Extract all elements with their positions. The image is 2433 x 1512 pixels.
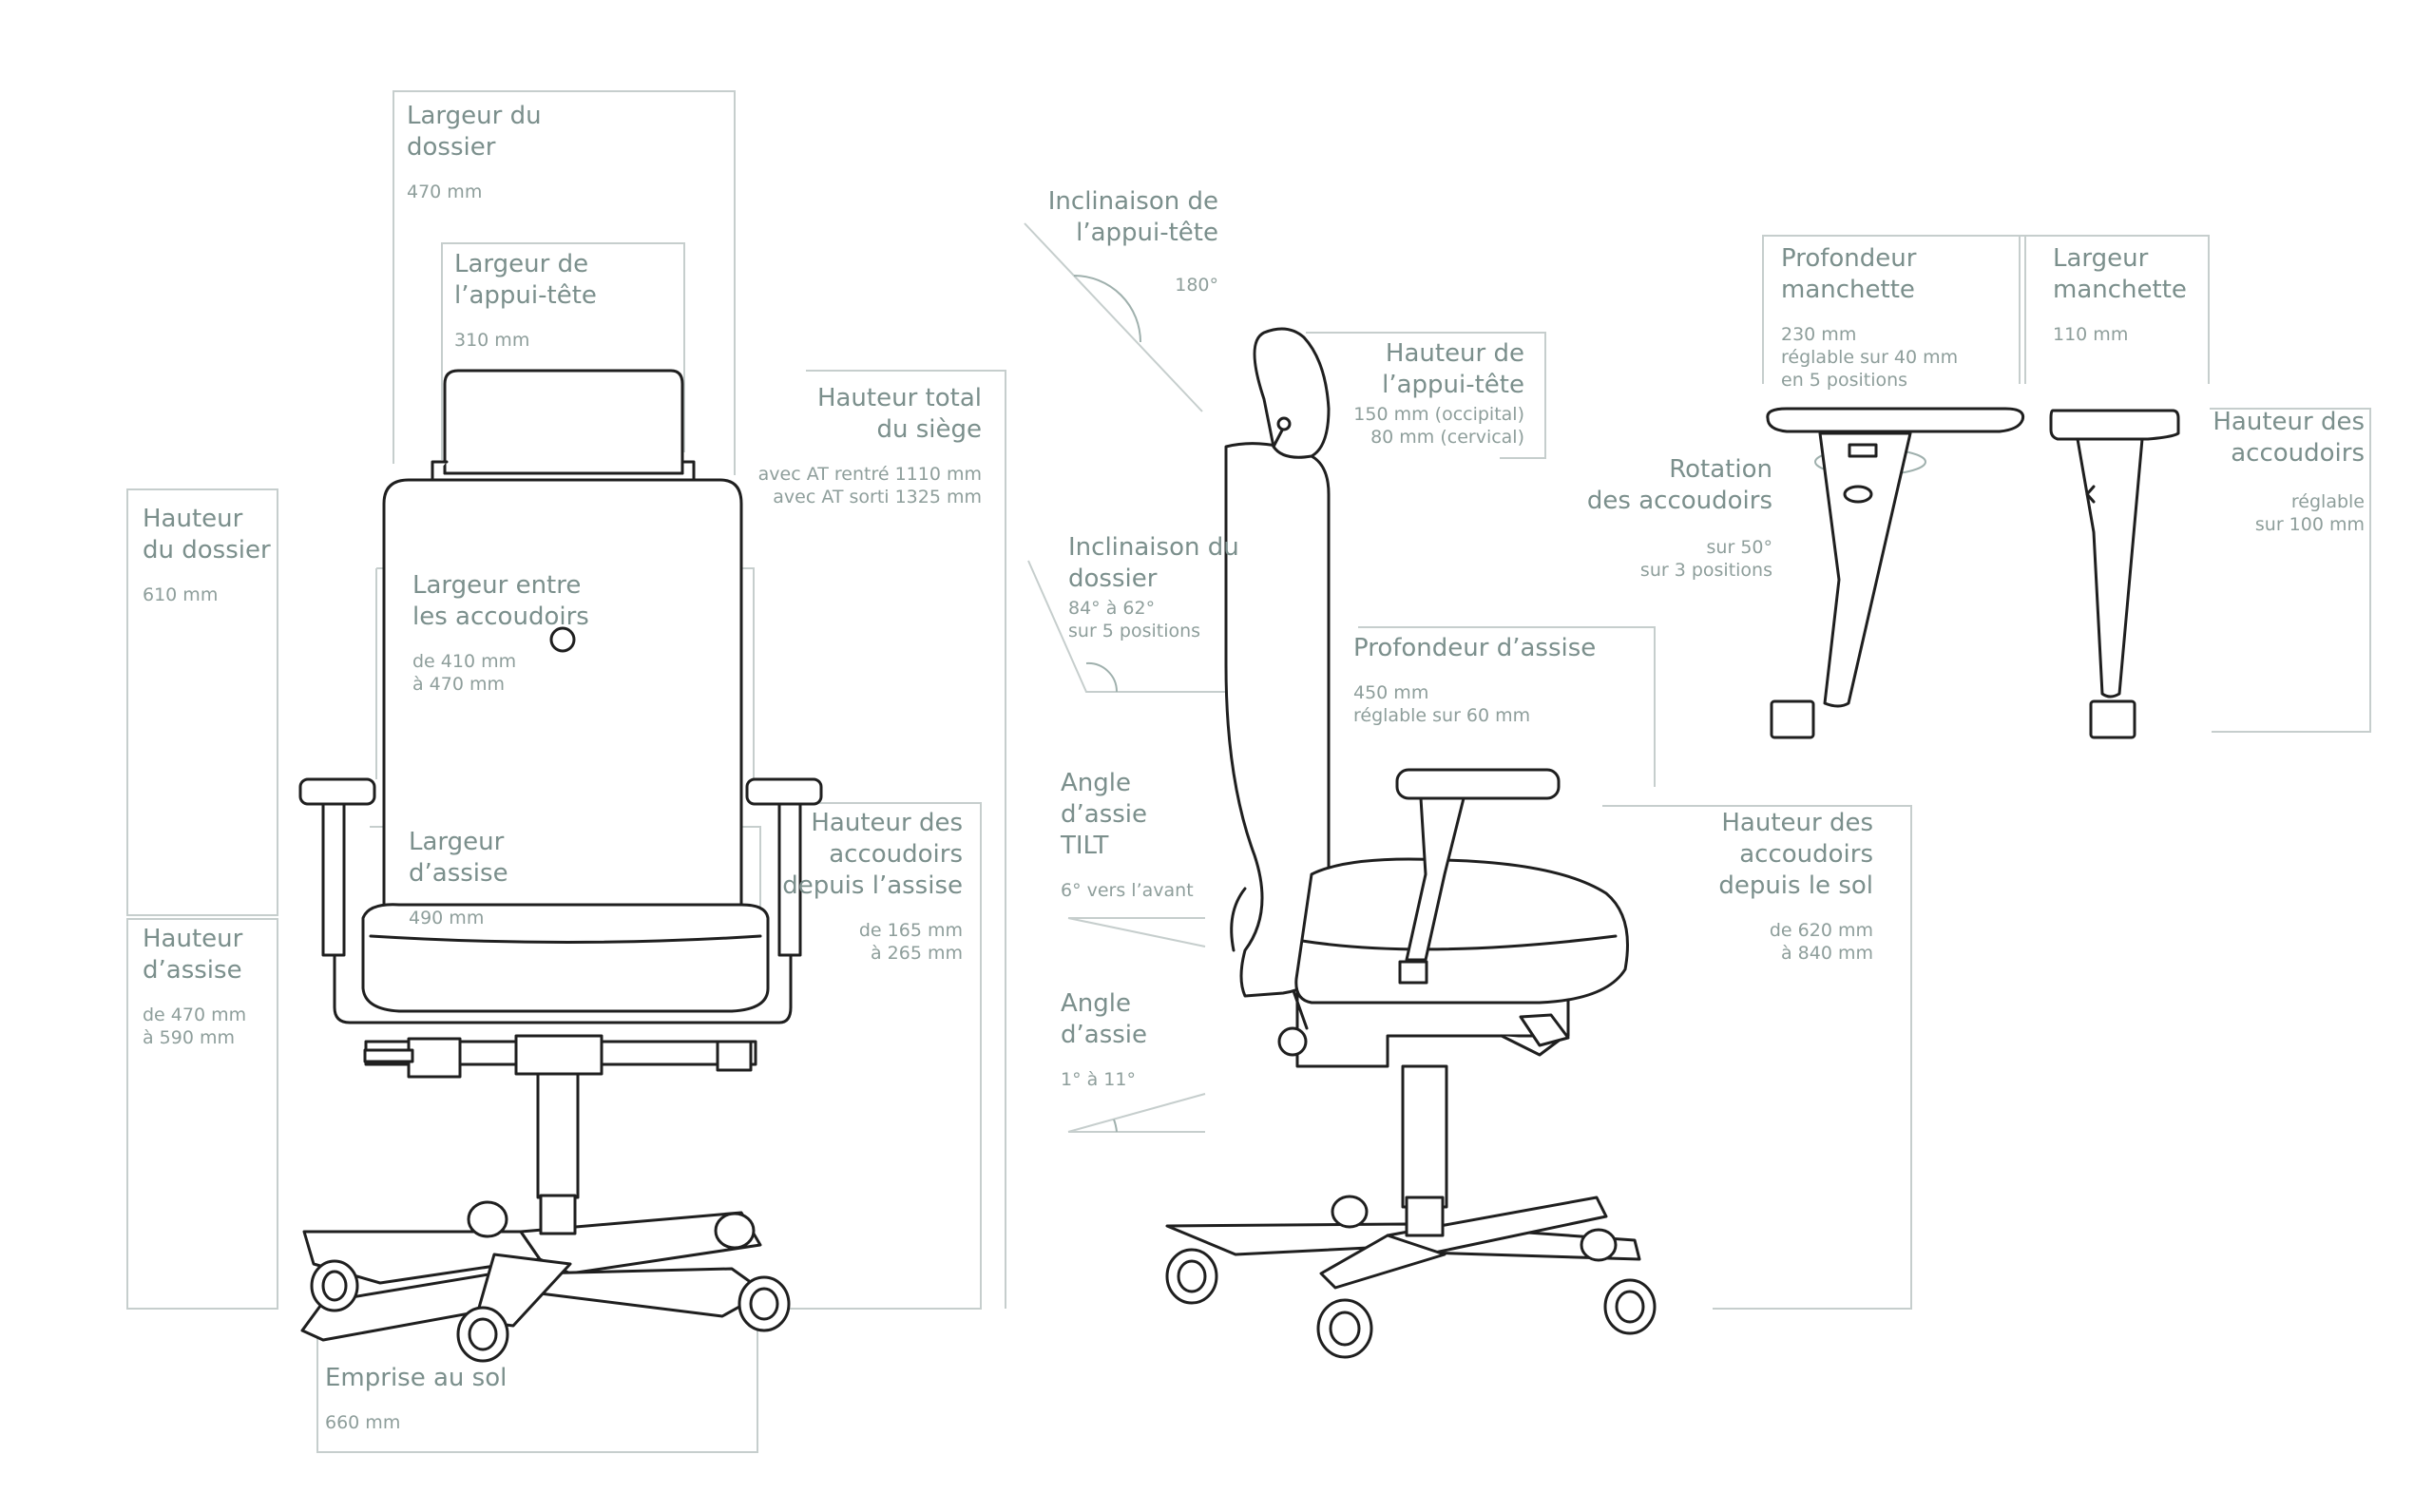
inclinaison-dossier-title: Inclinaison du dossier [1068,533,1239,593]
label-inclinaison-appui-tete: Inclinaison de l’appui-tête 180° [1048,186,1218,297]
hauteur-assise-title: Hauteur d’assise [143,925,243,985]
label-hauteur-assise: Hauteur d’assise de 470 mm à 590 mm [143,924,246,1049]
hauteur-accoudoirs-assise-title: Hauteur des accoudoirs depuis l’assise [782,809,963,900]
profondeur-manchette-title: Profondeur manchette [1781,244,1917,304]
largeur-assise-value: 490 mm [409,908,485,928]
armrest-detail-drawing [1766,407,2180,739]
angle-assie-title: Angle d’assie [1061,989,1148,1049]
emprise-sol-value: 660 mm [325,1412,401,1433]
label-largeur-dossier: Largeur du dossier 470 mm [407,101,542,203]
label-hauteur-dossier: Hauteur du dossier 610 mm [143,504,271,606]
angle-assie-value: 1° à 11° [1061,1069,1136,1090]
hauteur-accoudoirs-title: Hauteur des accoudoirs [2213,408,2365,468]
hauteur-accoudoirs-sol-title: Hauteur des accoudoirs depuis le sol [1718,809,1873,900]
label-hauteur-total: Hauteur total du siège avec AT rentré 11… [758,383,982,508]
label-largeur-appui-tete: Largeur de l’appui-tête 310 mm [454,249,597,352]
label-hauteur-accoudoirs-assise: Hauteur des accoudoirs depuis l’assise d… [782,808,963,965]
label-largeur-manchette: Largeur manchette 110 mm [2053,243,2187,346]
label-emprise-sol: Emprise au sol 660 mm [325,1363,507,1434]
angle-tilt-title: Angle d’assie TILT [1061,769,1148,860]
largeur-appui-tete-title: Largeur de l’appui-tête [454,250,597,310]
label-rotation-accoudoirs: Rotation des accoudoirs sur 50° sur 3 po… [1587,454,1772,582]
hauteur-dossier-title: Hauteur du dossier [143,505,271,565]
hauteur-accoudoirs-sol-value: de 620 mm à 840 mm [1769,920,1873,964]
largeur-manchette-title: Largeur manchette [2053,244,2187,304]
profondeur-assise-value: 450 mm réglable sur 60 mm [1353,682,1531,726]
label-profondeur-manchette: Profondeur manchette 230 mm réglable sur… [1781,243,1958,392]
label-profondeur-assise: Profondeur d’assise 450 mm réglable sur … [1353,633,1596,727]
profondeur-assise-title: Profondeur d’assise [1353,634,1597,662]
rotation-accoudoirs-title: Rotation des accoudoirs [1586,455,1772,515]
rotation-accoudoirs-value: sur 50° sur 3 positions [1639,537,1772,581]
label-inclinaison-dossier: Inclinaison du dossier 84° à 62° sur 5 p… [1068,532,1239,642]
label-hauteur-appui-tete: Hauteur de l’appui-tête 150 mm (occipita… [1353,338,1524,449]
angle-tilt-value: 6° vers l’avant [1061,880,1194,901]
label-angle-assie: Angle d’assie 1° à 11° [1061,988,1147,1091]
hauteur-accoudoirs-value: réglable sur 100 mm [2254,491,2365,535]
inclinaison-dossier-value: 84° à 62° sur 5 positions [1068,598,1201,641]
hauteur-accoudoirs-assise-value: de 165 mm à 265 mm [858,920,963,964]
inclinaison-appui-tete-title: Inclinaison de l’appui-tête [1047,187,1218,247]
side-chair-drawing [1165,327,1657,1359]
inclinaison-appui-tete-value: 180° [1175,275,1218,296]
label-hauteur-accoudoirs: Hauteur des accoudoirs réglable sur 100 … [2213,407,2365,536]
hauteur-dossier-value: 610 mm [143,584,219,605]
largeur-assise-title: Largeur d’assise [409,828,508,888]
label-largeur-accoudoirs: Largeur entre les accoudoirs de 410 mm à… [412,570,589,696]
largeur-dossier-title: Largeur du dossier [407,102,542,162]
hauteur-appui-tete-title: Hauteur de l’appui-tête [1382,339,1524,399]
largeur-appui-tete-value: 310 mm [454,330,530,351]
largeur-accoudoirs-title: Largeur entre les accoudoirs [412,571,589,631]
profondeur-manchette-value: 230 mm réglable sur 40 mm en 5 positions [1781,324,1959,391]
largeur-accoudoirs-value: de 410 mm à 470 mm [412,651,517,695]
largeur-dossier-value: 470 mm [407,182,483,202]
label-largeur-assise: Largeur d’assise 490 mm [409,827,508,929]
hauteur-total-value: avec AT rentré 1110 mm avec AT sorti 132… [757,464,982,507]
emprise-sol-title: Emprise au sol [325,1364,508,1392]
hauteur-appui-tete-value: 150 mm (occipital) 80 mm (cervical) [1353,404,1524,448]
hauteur-total-title: Hauteur total du siège [816,384,982,444]
front-chair-drawing [298,369,823,1363]
label-angle-tilt: Angle d’assie TILT 6° vers l’avant [1061,768,1194,902]
hauteur-assise-value: de 470 mm à 590 mm [143,1005,247,1048]
label-hauteur-accoudoirs-sol: Hauteur des accoudoirs depuis le sol de … [1718,808,1873,965]
largeur-manchette-value: 110 mm [2053,324,2129,345]
